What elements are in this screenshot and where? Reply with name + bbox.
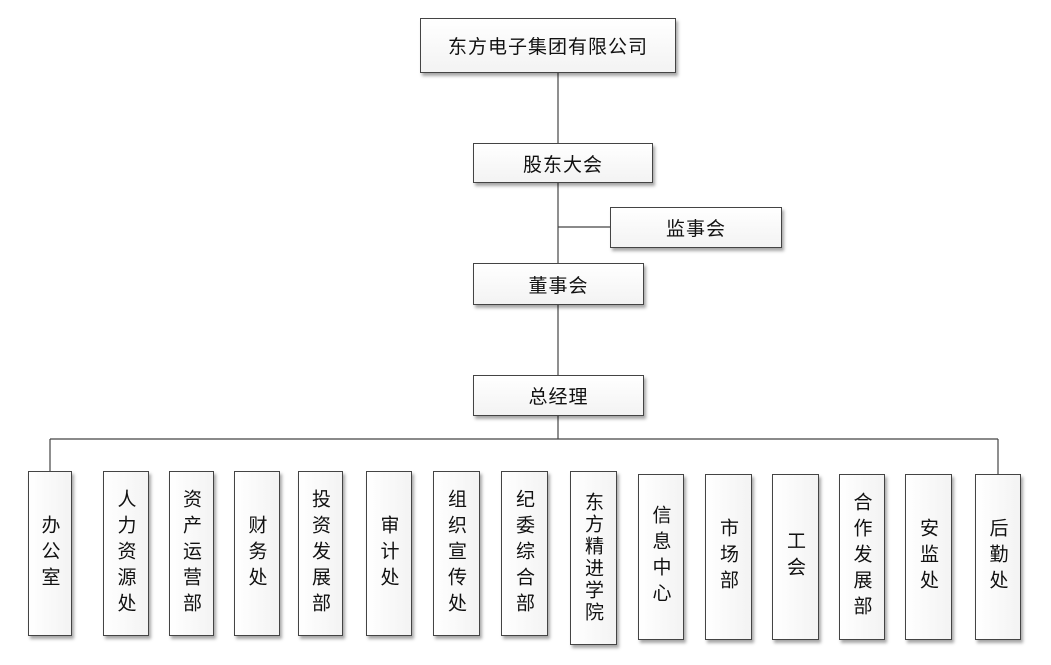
department-node: 信息中心 bbox=[638, 474, 684, 640]
department-label: 工会 bbox=[784, 531, 806, 583]
department-label: 纪委综合部 bbox=[513, 488, 535, 619]
department-node: 投资发展部 bbox=[298, 471, 343, 636]
department-node: 财务处 bbox=[234, 471, 280, 636]
department-label: 合作发展部 bbox=[850, 492, 873, 622]
department-label: 财务处 bbox=[245, 514, 268, 593]
department-label: 信息中心 bbox=[649, 505, 672, 609]
department-label: 东方精进学院 bbox=[582, 492, 604, 624]
department-node: 工会 bbox=[772, 474, 819, 640]
board-of-directors-node: 董事会 bbox=[473, 263, 644, 305]
department-label: 安监处 bbox=[917, 518, 939, 596]
department-label: 审计处 bbox=[377, 514, 400, 593]
board-of-directors-label: 董事会 bbox=[528, 274, 589, 297]
department-label: 人力资源处 bbox=[114, 488, 137, 619]
department-node: 组织宣传处 bbox=[433, 471, 480, 636]
shareholders-meeting-label: 股东大会 bbox=[522, 153, 603, 176]
supervisory-board-label: 监事会 bbox=[665, 218, 726, 240]
department-node: 合作发展部 bbox=[839, 474, 885, 640]
department-node: 市场部 bbox=[705, 474, 752, 640]
company-node: 东方电子集团有限公司 bbox=[420, 18, 676, 73]
department-node: 纪委综合部 bbox=[501, 471, 548, 636]
shareholders-meeting-node: 股东大会 bbox=[473, 143, 653, 183]
department-node: 审计处 bbox=[366, 471, 412, 636]
department-node: 办公室 bbox=[28, 471, 72, 636]
department-label: 投资发展部 bbox=[309, 488, 331, 619]
department-label: 后勤处 bbox=[986, 518, 1009, 596]
department-label: 市场部 bbox=[717, 518, 739, 596]
department-node: 安监处 bbox=[905, 474, 952, 640]
department-node: 东方精进学院 bbox=[570, 471, 617, 645]
department-node: 人力资源处 bbox=[103, 471, 149, 636]
department-node: 后勤处 bbox=[975, 474, 1021, 640]
department-label: 组织宣传处 bbox=[445, 488, 467, 619]
supervisory-board-node: 监事会 bbox=[610, 207, 782, 248]
department-label: 办公室 bbox=[38, 514, 61, 593]
company-label: 东方电子集团有限公司 bbox=[447, 36, 648, 58]
department-label: 资产运营部 bbox=[180, 488, 202, 619]
general-manager-node: 总经理 bbox=[473, 375, 644, 416]
general-manager-label: 总经理 bbox=[528, 386, 589, 408]
department-node: 资产运营部 bbox=[169, 471, 214, 636]
